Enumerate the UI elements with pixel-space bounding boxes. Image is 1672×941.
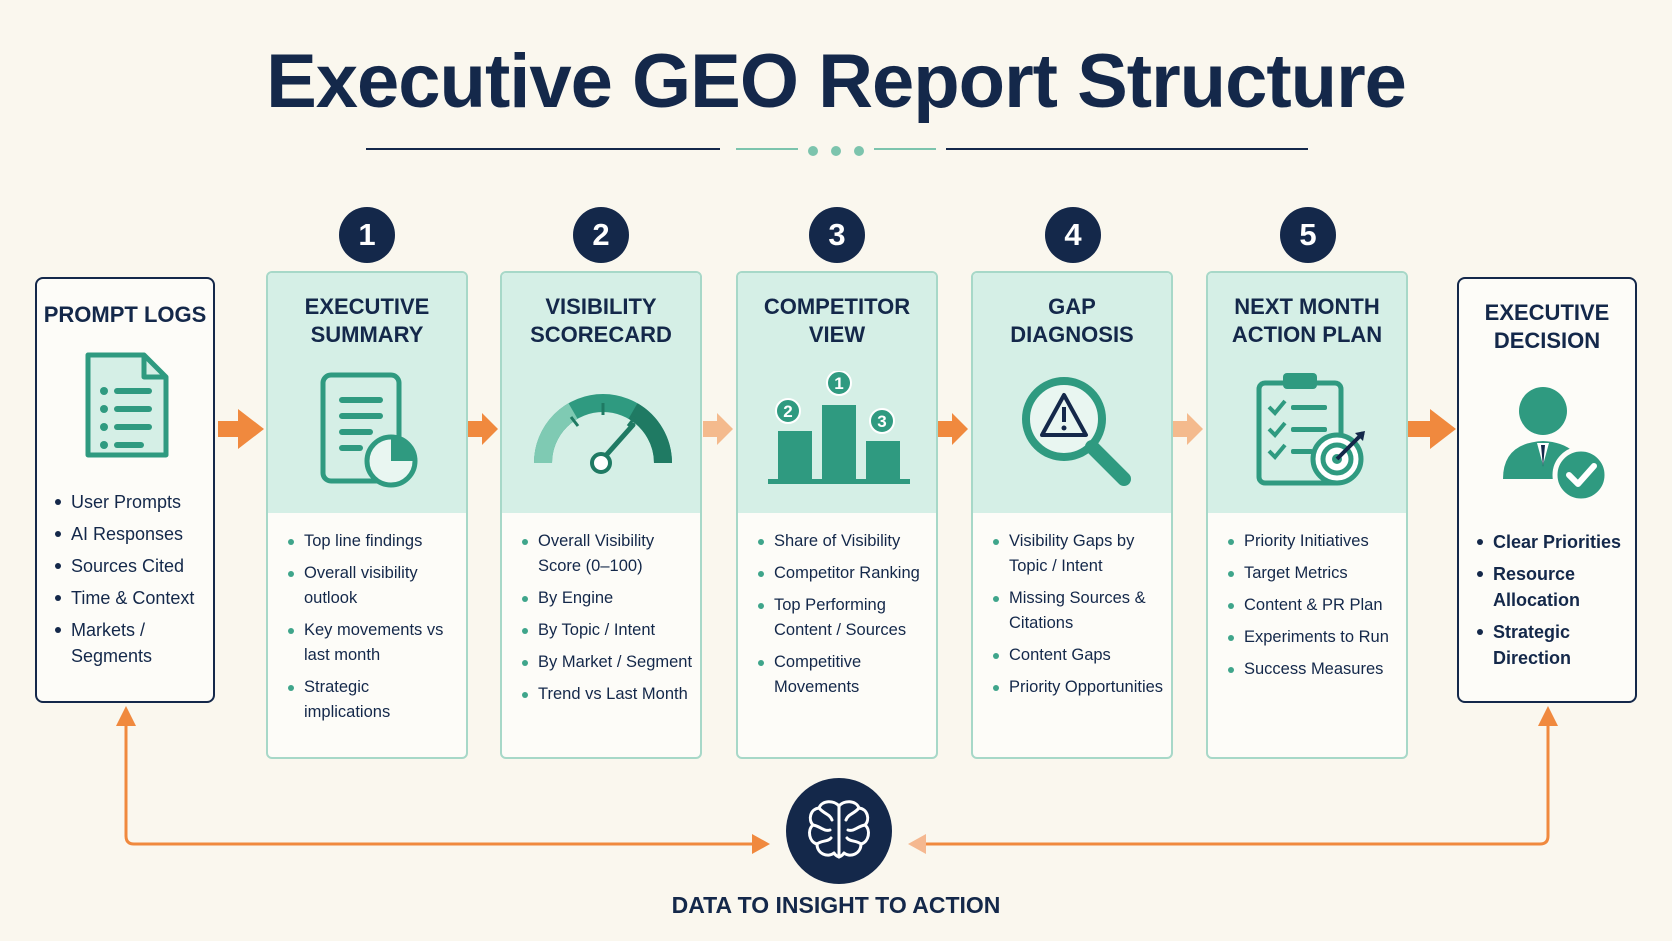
list-item: By Topic / Intent (520, 618, 694, 643)
step-number-badge: 1 (339, 207, 395, 263)
loop-arrowhead (1538, 706, 1558, 726)
page-title: Executive GEO Report Structure (266, 39, 1407, 124)
title-divider-accent-left (736, 148, 798, 150)
list-item: Markets / Segments (53, 617, 203, 669)
list-item: Top line findings (286, 529, 456, 554)
podium-ranking-icon: 2 1 3 (768, 371, 910, 484)
list-item: Resource Allocation (1475, 561, 1625, 613)
flow-arrow (468, 413, 498, 445)
step-list: Share of Visibility Competitor Ranking T… (756, 529, 930, 707)
loop-arrowhead (752, 834, 770, 854)
brain-icon-badge (786, 778, 892, 884)
checklist-target-icon (1256, 373, 1365, 486)
list-item: User Prompts (53, 489, 203, 515)
step-list: Priority Initiatives Target Metrics Cont… (1226, 529, 1400, 689)
podium-label: 2 (783, 402, 792, 421)
title-divider-left (366, 148, 720, 150)
title-divider-dot (831, 146, 841, 156)
step-number-badge: 4 (1045, 207, 1101, 263)
input-title: PROMPT LOGS (43, 302, 207, 327)
flow-arrow (218, 409, 264, 449)
feedback-loop-right (922, 722, 1550, 846)
input-list: User Prompts AI Responses Sources Cited … (53, 489, 203, 675)
step-list: Top line findings Overall visibility out… (286, 529, 456, 732)
brain-icon (808, 800, 870, 859)
list-item: AI Responses (53, 521, 203, 547)
list-item: Priority Initiatives (1226, 529, 1400, 554)
list-item: Missing Sources & Citations (991, 586, 1167, 636)
flow-arrow (703, 413, 733, 445)
list-item: Key movements vs last month (286, 618, 456, 668)
list-item: Competitor Ranking (756, 561, 930, 586)
flow-arrow (1408, 409, 1456, 449)
title-divider-dot (854, 146, 864, 156)
output-list: Clear Priorities Resource Allocation Str… (1475, 529, 1625, 677)
list-item: Clear Priorities (1475, 529, 1625, 555)
list-item: Visibility Gaps by Topic / Intent (991, 529, 1167, 579)
list-item: Time & Context (53, 585, 203, 611)
footer-caption: DATA TO INSIGHT TO ACTION (671, 892, 1001, 918)
report-pie-icon (320, 372, 418, 488)
document-list-icon (85, 352, 169, 458)
list-item: Trend vs Last Month (520, 682, 694, 707)
list-item: Top Performing Content / Sources (756, 593, 930, 643)
list-item: Overall visibility outlook (286, 561, 456, 611)
list-item: Content & PR Plan (1226, 593, 1400, 618)
list-item: Experiments to Run (1226, 625, 1400, 650)
step-list: Overall Visibility Score (0–100) By Engi… (520, 529, 694, 714)
loop-arrowhead (116, 706, 136, 726)
list-item: Content Gaps (991, 643, 1167, 668)
flow-arrow (1173, 413, 1203, 445)
title-divider-accent-right (874, 148, 936, 150)
list-item: By Engine (520, 586, 694, 611)
list-item: Strategic Direction (1475, 619, 1625, 671)
flow-arrow (938, 413, 968, 445)
step-number-badge: 3 (809, 207, 865, 263)
executive-check-icon (1503, 387, 1610, 504)
title-divider-dot (808, 146, 818, 156)
loop-arrowhead (908, 834, 926, 854)
title-divider-right (946, 148, 1308, 150)
magnifier-warning-icon (1022, 377, 1131, 486)
gauge-icon (533, 394, 673, 474)
list-item: Target Metrics (1226, 561, 1400, 586)
list-item: Strategic implications (286, 675, 456, 725)
step-number-badge: 2 (573, 207, 629, 263)
step-number-badge: 5 (1280, 207, 1336, 263)
step-list: Visibility Gaps by Topic / Intent Missin… (991, 529, 1167, 707)
feedback-loop-left (124, 722, 756, 846)
list-item: Priority Opportunities (991, 675, 1167, 700)
input-box-prompt-logs: PROMPT LOGS User Prompts AI Responses So… (35, 277, 215, 703)
list-item: Sources Cited (53, 553, 203, 579)
podium-label: 3 (877, 412, 886, 431)
podium-label: 1 (834, 374, 843, 393)
list-item: By Market / Segment (520, 650, 694, 675)
list-item: Success Measures (1226, 657, 1400, 682)
list-item: Share of Visibility (756, 529, 930, 554)
list-item: Overall Visibility Score (0–100) (520, 529, 694, 579)
list-item: Competitive Movements (756, 650, 930, 700)
